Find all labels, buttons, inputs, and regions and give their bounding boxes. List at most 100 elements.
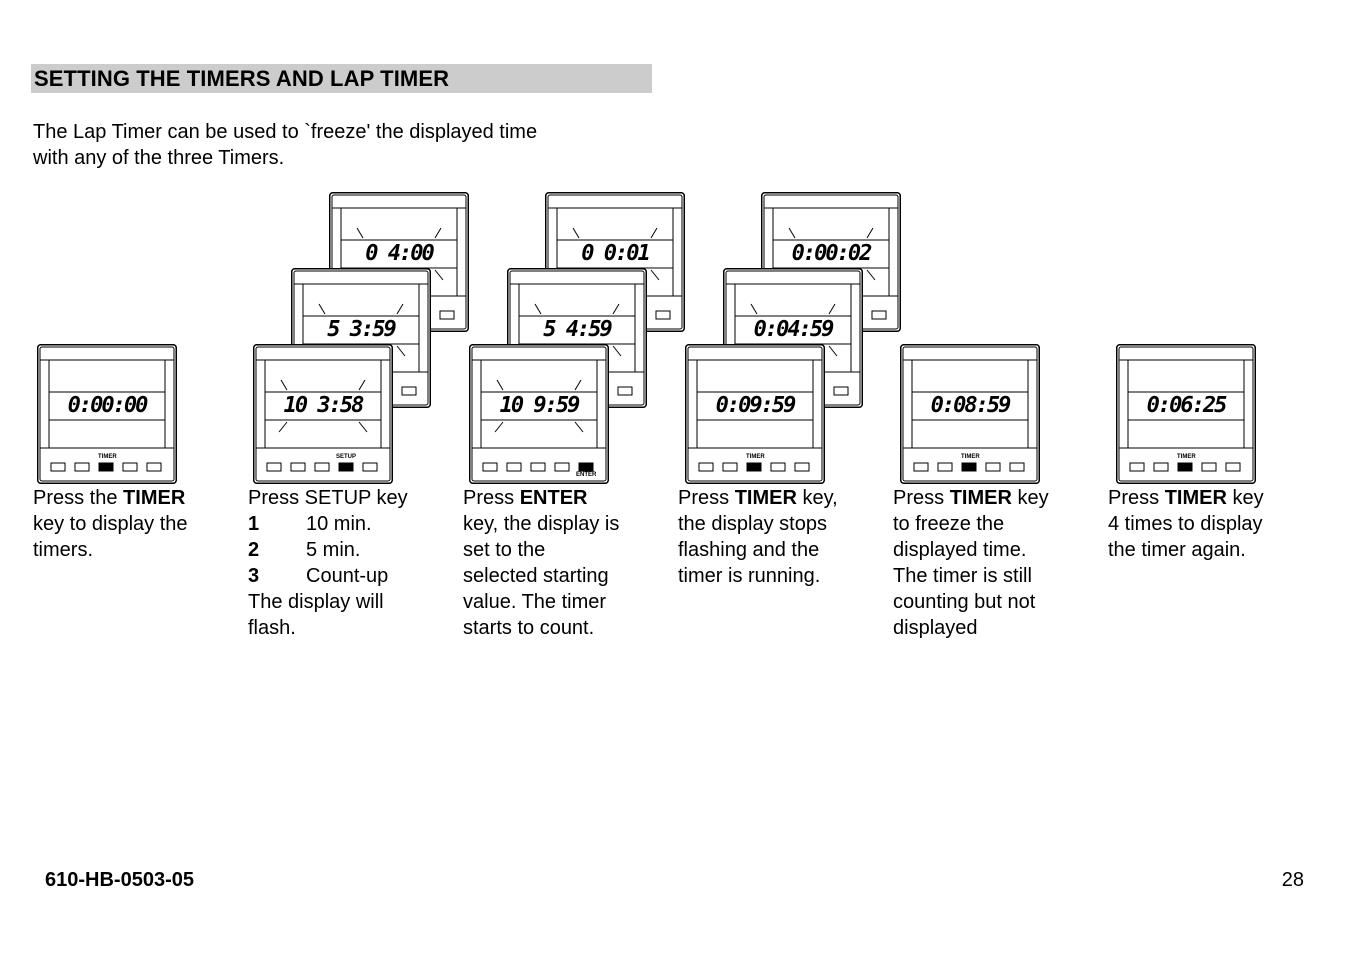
document-number: 610-HB-0503-05	[45, 869, 194, 891]
keypad-button	[314, 462, 330, 472]
step-text: timers.	[33, 539, 93, 561]
step-text: key,	[796, 487, 838, 509]
keypad-button	[1129, 462, 1145, 472]
keypad-button	[1177, 462, 1193, 472]
step-text: selected starting	[463, 565, 609, 587]
step-text: to freeze the	[893, 513, 1005, 535]
flash-mark	[612, 303, 620, 315]
keypad-button	[913, 462, 929, 472]
option-text: 10 min.	[306, 513, 372, 535]
keypad-button	[698, 462, 714, 472]
keypad-button	[98, 462, 114, 472]
lcd-readout: 0:00:00	[67, 393, 149, 418]
keypad-button	[362, 462, 378, 472]
key-label: SETUP	[336, 454, 357, 460]
keypad-button	[290, 462, 306, 472]
device-bezel-inner	[39, 346, 175, 482]
lcd-readout: 0:04:59	[753, 317, 835, 342]
step-text: flashing and the	[678, 539, 820, 561]
step-text: Press SETUP key	[248, 487, 408, 509]
key-name: TIMER	[734, 487, 797, 509]
flash-mark	[788, 227, 796, 239]
device-bezel	[253, 344, 393, 484]
device-illustration: 0:08:59 TIMER	[900, 344, 1040, 484]
device-bezel	[900, 344, 1040, 484]
flash-mark	[574, 421, 584, 433]
step-text: flash.	[248, 617, 296, 639]
flash-mark	[318, 303, 326, 315]
device-illustration: 0:06:25 TIMER	[1116, 344, 1256, 484]
keypad-button	[50, 462, 66, 472]
device-bezel-inner	[1118, 346, 1254, 482]
device-illustration: 10 9:59 ENTER	[469, 344, 609, 484]
lcd-readout: 0:09:59	[715, 393, 797, 418]
device-bezel	[1116, 344, 1256, 484]
keypad-button	[578, 462, 594, 472]
keypad-button	[937, 462, 953, 472]
intro-line: with any of the three Timers.	[33, 147, 285, 169]
key-label: TIMER	[98, 454, 117, 460]
keypad-button	[961, 462, 977, 472]
flash-mark	[434, 227, 442, 239]
keypad-button	[122, 462, 138, 472]
device-bezel-inner	[471, 346, 607, 482]
key-name: TIMER	[949, 487, 1012, 509]
keypad-button	[506, 462, 522, 472]
keypad-button	[530, 462, 546, 472]
keypad-button	[146, 462, 162, 472]
device-illustration: 10 3:58 SETUP	[253, 344, 393, 484]
device-bezel	[37, 344, 177, 484]
keypad-button	[554, 462, 570, 472]
flash-mark	[650, 227, 658, 239]
flash-mark	[280, 379, 288, 391]
keypad-button	[1201, 462, 1217, 472]
step-text: Press	[1108, 487, 1165, 509]
device-bezel	[685, 344, 825, 484]
lcd-readout: 0 0:01	[581, 241, 650, 266]
step-text: counting but not	[893, 591, 1036, 613]
device-body	[685, 344, 825, 484]
key-label: ENTER	[576, 472, 597, 478]
device-bezel-inner	[255, 346, 391, 482]
step-text: 4 times to display	[1108, 513, 1263, 535]
device-body	[37, 344, 177, 484]
keypad-button	[871, 310, 887, 320]
step-text: the display stops	[678, 513, 827, 535]
step-text: key	[1011, 487, 1049, 509]
step-text: key to display the	[33, 513, 188, 535]
flash-mark	[572, 227, 580, 239]
flash-mark	[356, 227, 364, 239]
option-text: Count-up	[306, 565, 389, 587]
step-text: Press	[463, 487, 520, 509]
flash-mark	[534, 303, 542, 315]
step-text: Press the	[33, 487, 124, 509]
keypad-button	[794, 462, 810, 472]
step-caption-6: Press TIMER key 4 times to display the t…	[1108, 485, 1318, 563]
step-text: displayed	[893, 617, 978, 639]
step-caption-4: Press TIMER key, the display stops flash…	[678, 485, 888, 589]
keypad-button	[338, 462, 354, 472]
intro-line: The Lap Timer can be used to `freeze' th…	[33, 121, 538, 143]
keypad-button	[482, 462, 498, 472]
step-text: value. The timer	[463, 591, 607, 613]
device-bezel-inner	[902, 346, 1038, 482]
lcd-readout: 0:06:25	[1146, 393, 1228, 418]
device-body	[1116, 344, 1256, 484]
flash-mark	[358, 421, 368, 433]
keypad-button	[1009, 462, 1025, 472]
device-illustration: 0:00:00 TIMER	[37, 344, 177, 484]
flash-mark	[358, 379, 366, 391]
key-label: TIMER	[1177, 454, 1196, 460]
step-text: key, the display is	[463, 513, 620, 535]
device-body	[469, 344, 609, 484]
keypad-button	[1225, 462, 1241, 472]
step-text: timer is running.	[678, 565, 821, 587]
page-number: 28	[1281, 869, 1304, 891]
step-text: set to the	[463, 539, 546, 561]
keypad-button	[1153, 462, 1169, 472]
flash-mark	[496, 379, 504, 391]
device-illustration: 0:09:59 TIMER	[685, 344, 825, 484]
